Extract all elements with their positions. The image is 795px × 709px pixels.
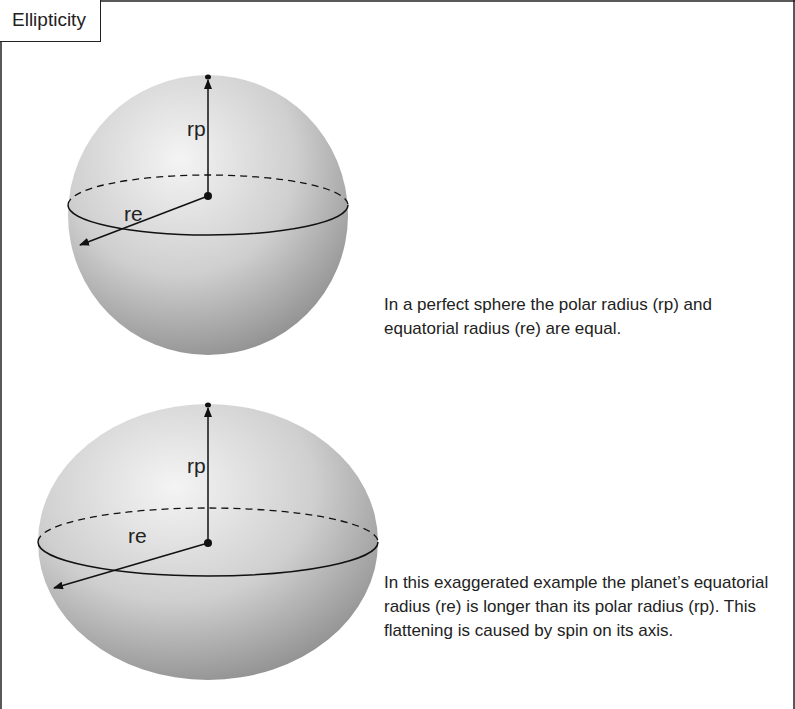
radius-label: rp: [187, 118, 206, 139]
radius-label: rp: [187, 455, 206, 476]
panel-title: Ellipticity: [0, 0, 101, 42]
sphere: [68, 75, 348, 356]
radius-label: re: [128, 525, 147, 546]
radius-label: re: [124, 203, 143, 224]
explanation-note: In a perfect sphere the polar radius (rp…: [384, 293, 782, 341]
explanation-note: In this exaggerated example the planet’s…: [384, 571, 782, 643]
oblate-spheroid: [38, 403, 378, 681]
